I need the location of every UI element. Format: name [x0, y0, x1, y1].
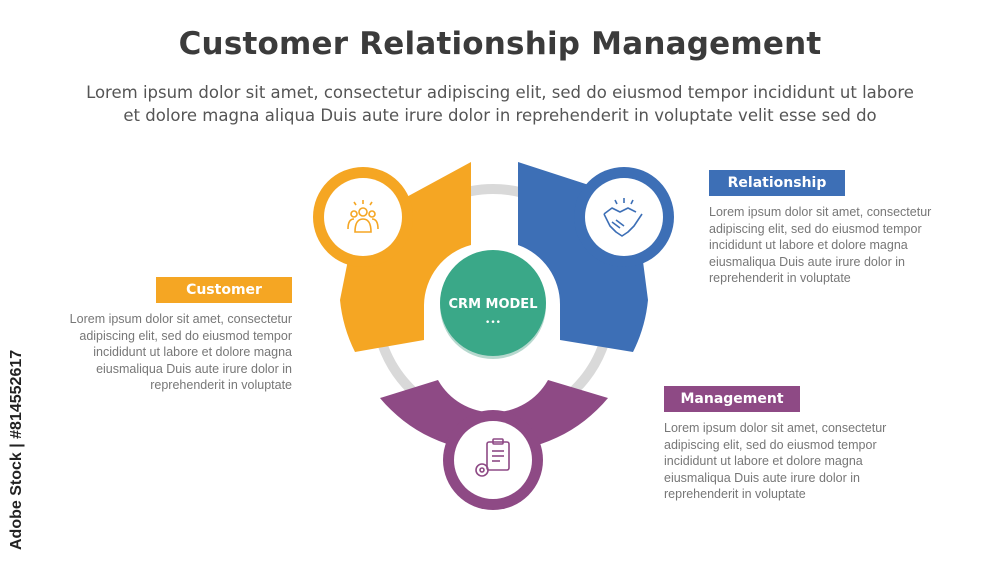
- management-desc-line: incididunt ut labore et dolore magna: [664, 454, 863, 468]
- segment-management-badge-inner: [454, 421, 532, 499]
- customer-desc-line: eiusmaliqua Duis aute irure dolor in: [96, 361, 292, 376]
- center-label: CRM MODEL: [449, 297, 538, 312]
- segment-relationship-badge-inner: [585, 178, 663, 256]
- customer-desc-line: adipiscing elit, sed do eiusmod tempor: [79, 328, 292, 343]
- subtitle-line-1: Lorem ipsum dolor sit amet, consectetur …: [86, 83, 914, 102]
- relationship-desc-line: adipiscing elit, sed do eiusmod tempor: [709, 221, 922, 236]
- segment-customer: [313, 162, 471, 352]
- customer-label-bar: Customer: [156, 277, 292, 303]
- relationship-desc-line: eiusmaliqua Duis aute irure dolor in: [709, 254, 905, 269]
- relationship-label-bar: Relationship: [709, 170, 845, 196]
- handshake-icon: [603, 198, 643, 237]
- management-desc-line: adipiscing elit, sed do eiusmod tempor: [664, 437, 877, 452]
- page-title: Customer Relationship Management: [178, 26, 822, 62]
- center-dots: •••: [485, 318, 501, 328]
- management-label-bar: Management: [664, 386, 800, 412]
- page-subtitle: Lorem ipsum dolor sit amet, consectetur …: [40, 81, 960, 127]
- segment-customer-badge-inner: [324, 178, 402, 256]
- stock-watermark-text: Adobe Stock | #814552617: [8, 349, 25, 550]
- segment-relationship: [518, 162, 674, 352]
- management-desc-line: eiusmaliqua Duis aute irure dolor in: [664, 470, 860, 485]
- segment-management: [380, 380, 608, 510]
- management-description: Lorem ipsum dolor sit amet, consectetur …: [664, 420, 904, 503]
- management-desc-line: Lorem ipsum dolor sit amet, consectetur: [664, 421, 887, 435]
- customer-label: Customer: [186, 282, 262, 298]
- relationship-description: Lorem ipsum dolor sit amet, consectetur …: [709, 204, 949, 287]
- customer-desc-line: incididunt ut labore et dolore magna: [93, 345, 292, 359]
- relationship-desc-line: Lorem ipsum dolor sit amet, consectetur: [709, 205, 932, 219]
- clipboard-gear-icon: [475, 438, 510, 477]
- people-group-icon: [347, 200, 379, 233]
- segment-customer-arc: [340, 162, 471, 352]
- relationship-label: Relationship: [727, 175, 827, 191]
- relationship-desc-line: incididunt ut labore et dolore magna: [709, 238, 908, 252]
- customer-desc-line: reprehenderit in voluptate: [150, 378, 292, 392]
- subtitle-line-2: et dolore magna aliqua Duis aute irure d…: [123, 106, 877, 125]
- stock-watermark: Adobe Stock | #814552617: [8, 330, 30, 550]
- management-desc-line: reprehenderit in voluptate: [664, 487, 806, 501]
- management-label: Management: [680, 391, 784, 407]
- customer-desc-line: Lorem ipsum dolor sit amet, consectetur: [69, 312, 292, 326]
- relationship-desc-line: reprehenderit in voluptate: [709, 271, 851, 285]
- center-circle: [440, 250, 546, 356]
- customer-description: Lorem ipsum dolor sit amet, consectetur …: [52, 311, 292, 394]
